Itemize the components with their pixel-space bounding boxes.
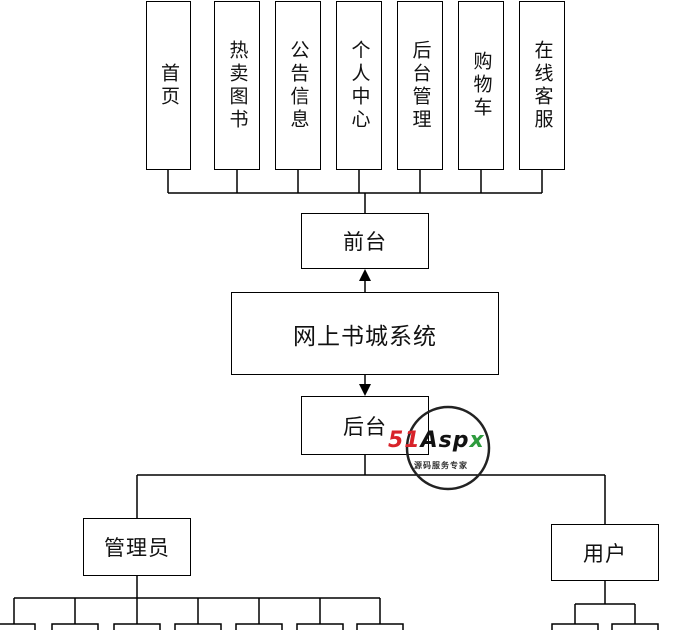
arrow-up-icon	[359, 269, 371, 281]
module-admin-console: 后台管理	[397, 1, 443, 170]
watermark-brand-red: 51	[388, 428, 421, 453]
module-home: 首页	[146, 1, 191, 170]
arrow-down-icon	[359, 384, 371, 396]
module-label: 个人中心	[348, 39, 371, 132]
module-online-service: 在线客服	[519, 1, 565, 170]
node-admin: 管理员	[83, 518, 191, 576]
watermark-logo: 51Aspx 源码服务专家	[388, 404, 513, 494]
module-label: 在线客服	[531, 39, 554, 132]
watermark-brand-green: x	[469, 428, 485, 453]
node-label: 前台	[343, 230, 387, 254]
module-announcements: 公告信息	[275, 1, 321, 170]
node-system: 网上书城系统	[231, 292, 499, 375]
node-label: 用户	[583, 541, 627, 566]
module-label: 首页	[158, 62, 180, 109]
module-label: 购物车	[470, 51, 493, 120]
module-personal-center: 个人中心	[336, 1, 382, 170]
module-label: 公告信息	[287, 39, 310, 132]
watermark-brand-dark: Asp	[420, 428, 470, 453]
module-label: 热卖图书	[226, 39, 249, 132]
node-label: 管理员	[104, 536, 170, 560]
watermark-ring-icon	[405, 405, 491, 491]
watermark-brand: 51Aspx	[388, 428, 485, 453]
node-label: 后台	[343, 414, 387, 439]
module-hot-books: 热卖图书	[214, 1, 260, 170]
module-cart: 购物车	[458, 1, 504, 170]
node-label: 网上书城系统	[293, 323, 437, 350]
module-label: 后台管理	[409, 39, 432, 132]
node-frontend: 前台	[301, 213, 429, 269]
watermark-tagline: 源码服务专家	[414, 461, 468, 470]
node-user: 用户	[551, 524, 659, 581]
